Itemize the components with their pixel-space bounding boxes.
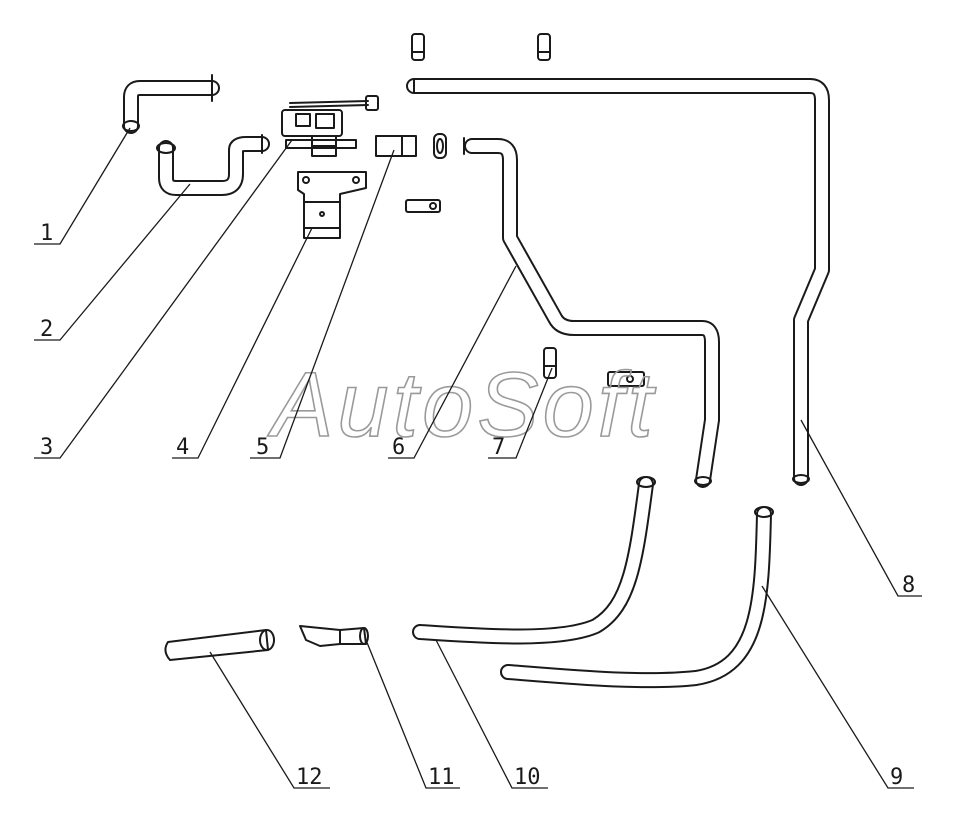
callout-10: 10 (514, 765, 541, 790)
callout-7: 7 (492, 435, 505, 460)
callout-9: 9 (890, 765, 903, 790)
callout-6: 6 (392, 435, 405, 460)
part-8-long-pipe (406, 78, 830, 486)
part-9-curved-hose (500, 506, 774, 689)
callout-11: 11 (428, 765, 455, 790)
watermark-text: AutoSoft (267, 354, 657, 456)
part-1-elbow-hose (122, 74, 220, 134)
callout-3: 3 (40, 435, 53, 460)
clamp-small-2 (405, 199, 441, 213)
part-3-valve-assembly (281, 95, 379, 157)
clamp-small-1 (433, 133, 447, 159)
callout-4: 4 (176, 435, 189, 460)
part-10-curved-hose (412, 476, 656, 645)
part-11-reducer (299, 625, 369, 647)
leader-lines (34, 127, 922, 789)
callout-1: 1 (40, 221, 53, 246)
bolt-1 (411, 33, 425, 61)
part-4-bracket (297, 171, 367, 239)
part-6-bent-pipe (463, 137, 720, 488)
part-7-clamp (543, 347, 645, 387)
callout-8: 8 (902, 573, 915, 598)
bolt-2 (537, 33, 551, 61)
callout-12: 12 (296, 765, 323, 790)
part-2-s-hose (156, 134, 270, 196)
callout-5: 5 (256, 435, 269, 460)
part-12-straight-hose (164, 629, 275, 661)
part-5-coupling (375, 135, 417, 157)
callout-2: 2 (40, 317, 53, 342)
